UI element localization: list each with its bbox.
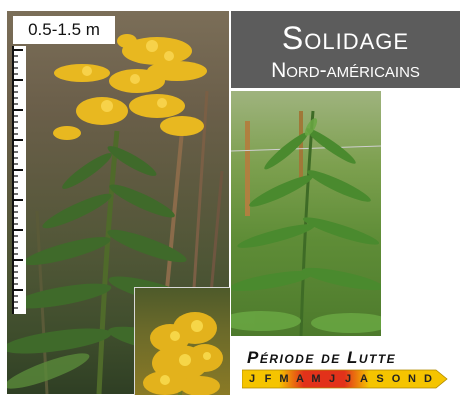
month-label: S (376, 373, 384, 385)
title-subtitle: Nord-américains (271, 59, 420, 82)
height-ruler (12, 46, 26, 314)
month-label: N (408, 373, 416, 385)
flower-closeup-photo (134, 287, 230, 395)
flower-closeup-illustration (143, 312, 223, 395)
month-label: F (264, 373, 272, 385)
control-period-title: Période de Lutte (247, 348, 397, 367)
month-label: O (391, 373, 401, 385)
ruler-ticks (12, 46, 23, 314)
month-label: A (360, 373, 368, 385)
month-label: M (311, 373, 321, 385)
month-label: A (296, 373, 304, 385)
months-arrow (242, 369, 448, 389)
month-label: D (424, 373, 432, 385)
field-photo (231, 91, 381, 336)
height-label: 0.5-1.5 m (13, 16, 115, 44)
title-box: Solidage Nord-américains (231, 11, 460, 88)
month-label: J (344, 373, 352, 385)
month-label: M (279, 373, 289, 385)
title-main: Solidage (281, 20, 410, 56)
month-label: J (328, 373, 336, 385)
month-label: J (248, 373, 256, 385)
field-plants-illustration (231, 110, 381, 336)
